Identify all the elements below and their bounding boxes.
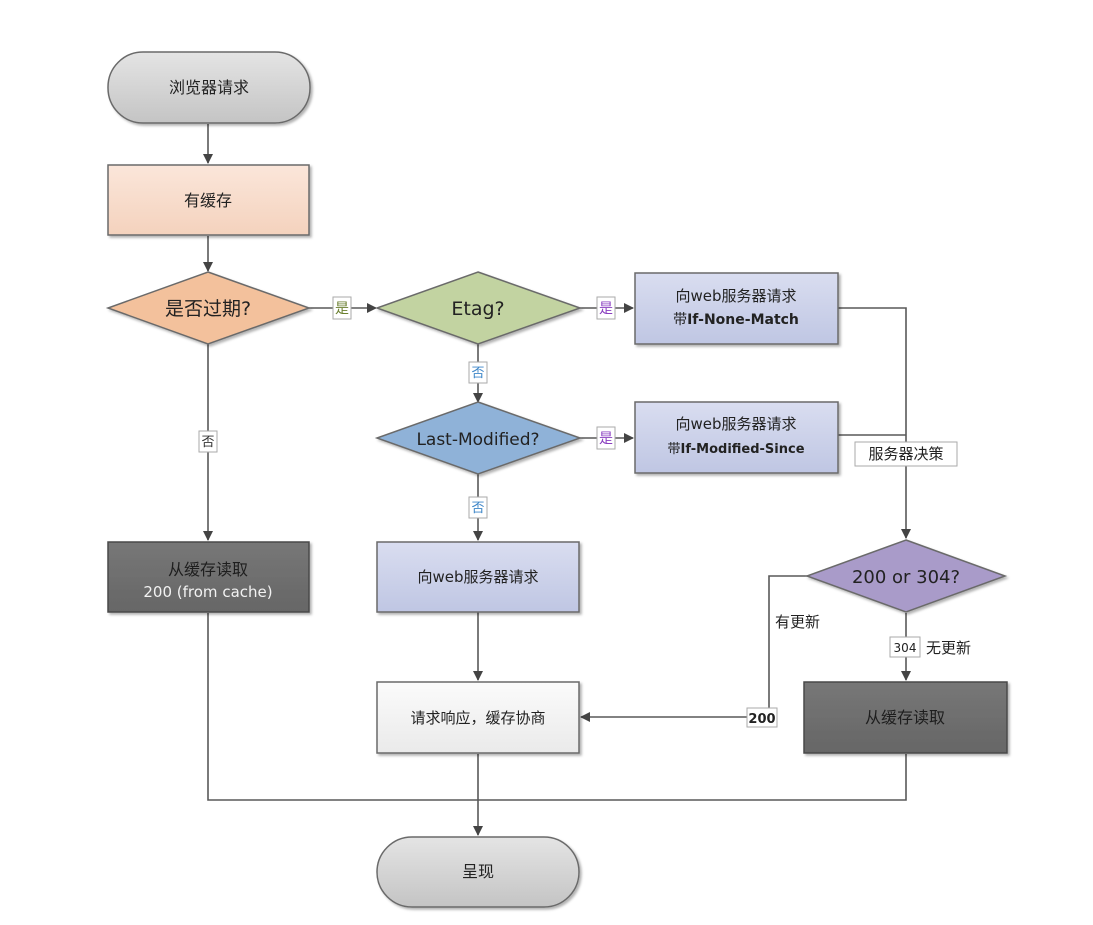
node-cache-read-200-line1: 从缓存读取 [168, 560, 248, 579]
node-etag-diamond: Etag? [374, 271, 583, 345]
node-last-modified-label: Last-Modified? [416, 430, 539, 450]
node-server-decision-label: 200 or 304? [852, 567, 960, 588]
edge-label-etag-yes: 是 [596, 296, 616, 320]
header-name-if-none-match: If-None-Match [687, 312, 799, 328]
edge-label-expired-yes: 是 [332, 296, 352, 320]
node-cache-read-200: 从缓存读取 200 (from cache) [107, 541, 310, 613]
node-etag-label: Etag? [451, 298, 504, 320]
node-end-label: 呈现 [462, 862, 494, 881]
node-request-etag-line1: 向web服务器请求 [675, 287, 796, 305]
edge-cache-read-left-to-end [207, 613, 478, 801]
node-expired-diamond: 是否过期? [105, 271, 312, 345]
node-start-label: 浏览器请求 [169, 78, 249, 97]
node-request-etag-line2: 带If-None-Match [673, 312, 799, 328]
edge-label-code-304: 304 [889, 636, 921, 658]
node-response-label: 请求响应，缓存协商 [410, 709, 545, 727]
node-request-lastmod-line2: 带If-Modified-Since [667, 442, 804, 457]
node-has-cache-label: 有缓存 [184, 191, 232, 210]
node-start: 浏览器请求 [107, 51, 311, 124]
node-request-plain-label: 向web服务器请求 [417, 568, 538, 586]
edge-label-expired-yes-text: 是 [335, 301, 349, 317]
node-request-plain: 向web服务器请求 [376, 541, 580, 613]
edge-etag-request-to-server [838, 307, 911, 539]
edge-cache-read-right-to-end [478, 754, 907, 801]
edge-label-code-200: 200 [746, 707, 778, 728]
edge-label-server-decision-text: 服务器决策 [868, 445, 943, 463]
edge-label-lastmod-no: 否 [468, 496, 488, 519]
node-server-decision-diamond: 200 or 304? [804, 539, 1008, 613]
edge-label-server-decision: 服务器决策 [854, 441, 958, 467]
edge-label-code-304-text: 304 [894, 641, 917, 655]
node-last-modified-diamond: Last-Modified? [374, 401, 583, 475]
edge-label-code-200-text: 200 [748, 712, 775, 727]
edge-label-lastmod-yes-text: 是 [599, 431, 613, 447]
node-cache-read-304-label: 从缓存读取 [865, 708, 945, 727]
node-request-lastmod-line1: 向web服务器请求 [675, 415, 796, 433]
edge-label-expired-no: 否 [198, 430, 218, 453]
edge-label-no-update: 无更新 [926, 639, 971, 657]
node-expired-label: 是否过期? [165, 298, 251, 320]
node-request-if-none-match: 向web服务器请求 带If-None-Match [634, 272, 839, 345]
node-cache-read-304: 从缓存读取 [803, 681, 1008, 754]
line2-prefix: 带 [667, 442, 680, 457]
node-cache-read-200-line2: 200 (from cache) [143, 583, 272, 601]
edge-label-expired-no-text: 否 [201, 435, 214, 450]
edge-label-lastmod-yes: 是 [596, 426, 616, 450]
node-request-if-modified-since: 向web服务器请求 带If-Modified-Since [634, 401, 839, 474]
node-end: 呈现 [376, 836, 580, 908]
edge-label-etag-no: 否 [468, 361, 488, 384]
node-response: 请求响应，缓存协商 [376, 681, 580, 754]
edge-label-etag-no-text: 否 [471, 366, 484, 381]
edge-server-200-to-response [580, 575, 808, 722]
header-name-if-modified-since: If-Modified-Since [680, 442, 804, 457]
node-has-cache: 有缓存 [107, 164, 310, 236]
edge-label-has-update: 有更新 [775, 613, 820, 631]
edge-label-lastmod-no-text: 否 [471, 501, 484, 516]
edge-label-etag-yes-text: 是 [599, 301, 613, 317]
line2-prefix: 带 [673, 312, 687, 328]
